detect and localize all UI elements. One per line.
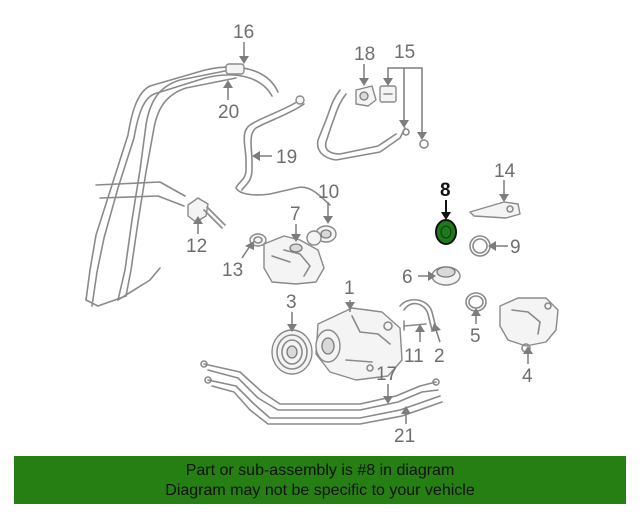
callout-label-3: 3 <box>286 292 297 313</box>
part-11-bolt[interactable] <box>403 320 427 331</box>
footer-line-2: Diagram may not be specific to your vehi… <box>165 482 475 499</box>
callout-19: 19 <box>252 147 297 168</box>
callout-label-11: 11 <box>404 346 424 367</box>
callout-label-8: 8 <box>440 180 451 201</box>
callout-20: 20 <box>218 80 239 123</box>
callout-6: 6 <box>402 267 436 288</box>
callout-4: 4 <box>522 346 533 387</box>
callout-11: 11 <box>404 324 425 367</box>
part-18-hose-clamp[interactable] <box>355 85 377 107</box>
callout-14: 14 <box>494 161 516 202</box>
part-2-hose[interactable] <box>399 299 437 331</box>
callout-label-6: 6 <box>402 267 413 288</box>
callout-10: 10 <box>318 182 339 224</box>
part-4-pump-housing[interactable] <box>499 297 559 353</box>
part-6-cap[interactable] <box>431 266 461 286</box>
callout-1: 1 <box>344 278 355 312</box>
callout-label-21: 21 <box>394 426 415 447</box>
footer-banner: Part or sub-assembly is #8 in diagram Di… <box>14 456 626 504</box>
callout-label-5: 5 <box>470 326 481 347</box>
callout-label-1: 1 <box>344 278 355 299</box>
callout-label-9: 9 <box>510 237 521 258</box>
callout-label-7: 7 <box>290 204 301 225</box>
callout-3: 3 <box>286 292 297 332</box>
callout-7: 7 <box>290 204 301 242</box>
footer-line-1: Part or sub-assembly is #8 in diagram <box>185 462 455 479</box>
part-1-power-steering-pump[interactable] <box>315 307 403 381</box>
callout-21: 21 <box>394 406 415 447</box>
part-3-pulley[interactable] <box>271 329 313 375</box>
callout-label-13: 13 <box>222 260 243 281</box>
callout-label-16: 16 <box>233 22 254 43</box>
callout-label-2: 2 <box>434 346 445 367</box>
callout-5: 5 <box>470 308 481 347</box>
part-10-connector[interactable] <box>306 225 337 246</box>
part-14-mount-bracket[interactable] <box>469 201 521 219</box>
callout-label-4: 4 <box>522 366 533 387</box>
part-12-bracket[interactable] <box>187 197 226 229</box>
callout-18: 18 <box>354 44 375 86</box>
callout-12: 12 <box>186 216 207 257</box>
callout-8: 8 <box>440 180 451 220</box>
callout-16: 16 <box>233 22 254 64</box>
part-9-o-ring[interactable] <box>469 235 491 257</box>
callout-9: 9 <box>488 237 521 258</box>
part-7-reservoir[interactable] <box>263 235 325 285</box>
part-19-pressure-line[interactable] <box>235 95 331 206</box>
callout-label-18: 18 <box>354 44 375 65</box>
part-16-hose-assembly[interactable] <box>85 63 279 307</box>
part-13-o-ring[interactable] <box>249 233 267 247</box>
callout-label-17: 17 <box>376 364 397 385</box>
callout-label-19: 19 <box>276 147 297 168</box>
part-21-return-line[interactable] <box>204 376 443 425</box>
callout-15: 15 <box>383 42 427 140</box>
callout-label-20: 20 <box>218 102 239 123</box>
callout-label-14: 14 <box>494 161 516 182</box>
part-15-return-hose[interactable] <box>316 85 429 161</box>
callout-2: 2 <box>431 323 445 367</box>
part-8-seal-highlighted[interactable] <box>435 219 457 245</box>
callout-label-15: 15 <box>394 42 415 63</box>
callout-label-12: 12 <box>186 236 207 257</box>
callout-label-10: 10 <box>318 182 339 203</box>
callout-17: 17 <box>376 364 397 404</box>
callout-13: 13 <box>222 241 254 281</box>
part-17-pressure-hose[interactable] <box>200 360 440 411</box>
